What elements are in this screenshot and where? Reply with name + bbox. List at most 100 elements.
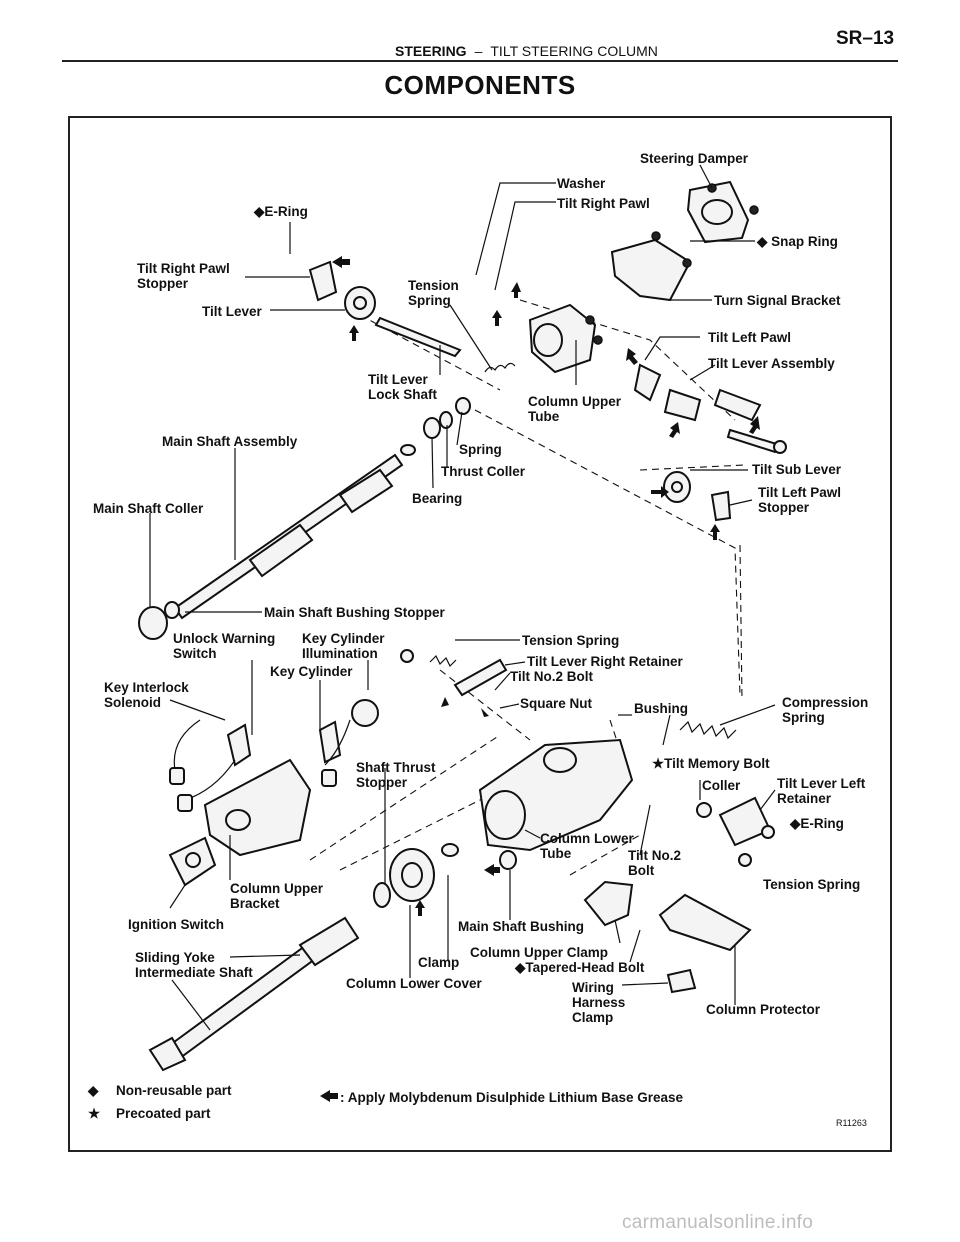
callout-main-shaft-bushing-stopper: Main Shaft Bushing Stopper	[264, 605, 445, 620]
callout-column-lower-cover: Column Lower Cover	[346, 976, 483, 991]
callout-line: Tilt No.2	[628, 848, 681, 863]
callout-line: Tilt Lever Assembly	[708, 356, 835, 371]
main-shaft-part	[138, 444, 416, 640]
callout-e-ring-top: ◆E-Ring	[253, 204, 308, 219]
callout-line: Bearing	[412, 491, 462, 506]
callout-tension-spring-mid: Tension Spring	[522, 633, 619, 648]
tilt-sub-lever-part	[663, 471, 732, 522]
callout-line: Tilt Left Pawl	[708, 330, 791, 345]
callout-line: Bolt	[628, 863, 655, 878]
callout-line: ◆ Snap Ring	[756, 234, 838, 249]
callout-line: Solenoid	[104, 695, 161, 710]
callout-bearing: Bearing	[412, 491, 462, 506]
callout-line: Tilt Lever Right Retainer	[527, 654, 684, 669]
callout-line: Washer	[557, 176, 606, 191]
callout-tapered-head-bolt: ◆Tapered-Head Bolt	[514, 960, 645, 975]
callout-line: Tilt Lever	[368, 372, 429, 387]
legend-precoated-symbol: ★	[88, 1106, 101, 1121]
callout-line: Tilt Lever Left	[777, 776, 866, 791]
legend: ◆ Non-reusable part ★ Precoated part : A…	[87, 1083, 684, 1121]
callout-line: Main Shaft Assembly	[162, 434, 298, 449]
callout-line: Tilt Right Pawl	[557, 196, 650, 211]
intermediate-shaft-part	[148, 916, 360, 1072]
callout-line: Illumination	[302, 646, 378, 661]
bearing-spring-part	[423, 397, 471, 439]
callout-line: Tilt Left Pawl	[758, 485, 841, 500]
callout-turn-signal-bracket: Turn Signal Bracket	[714, 293, 841, 308]
header-separator: –	[474, 43, 483, 59]
callout-e-ring-right: ◆E-Ring	[789, 816, 844, 831]
callout-line: Stopper	[758, 500, 810, 515]
callout-line: Tilt Sub Lever	[752, 462, 842, 477]
header-section: STEERING	[395, 43, 467, 59]
callout-line: Coller	[702, 778, 741, 793]
column-upper-tube-part	[528, 303, 603, 374]
callout-line: Tube	[528, 409, 560, 424]
header-rule	[62, 60, 898, 62]
steering-damper-part	[686, 180, 759, 244]
callout-line: Tilt Lever	[202, 304, 263, 319]
diagram-frame	[68, 116, 892, 1152]
callout-key-cylinder: Key Cylinder	[270, 664, 353, 679]
callout-clamp: Clamp	[418, 955, 459, 970]
page-header: STEERING–TILT STEERING COLUMN SR–13	[0, 0, 960, 70]
grease-arrow-icon	[320, 1090, 338, 1102]
watermark: carmanualsonline.info	[622, 1212, 814, 1233]
callout-line: Stopper	[137, 276, 189, 291]
callout-tilt-no2-bolt-top: Tilt No.2 Bolt	[510, 669, 594, 684]
callout-main-shaft-coller: Main Shaft Coller	[93, 501, 204, 516]
callout-ignition-switch: Ignition Switch	[128, 917, 224, 932]
callout-main-shaft-bushing: Main Shaft Bushing	[458, 919, 584, 934]
callout-line: Main Shaft Bushing Stopper	[264, 605, 445, 620]
wiring-harness-clamp-part	[666, 968, 697, 994]
tilt-lever-assembly-part	[633, 363, 787, 454]
callout-line: Thrust Coller	[441, 464, 526, 479]
tilt-lever-part	[308, 260, 376, 320]
callout-line: Key Interlock	[104, 680, 189, 695]
column-upper-clamp-part	[583, 880, 634, 927]
callout-spring: Spring	[459, 442, 502, 457]
callout-tilt-lever: Tilt Lever	[202, 304, 263, 319]
tilt-lever-right-retainer-part	[400, 649, 508, 697]
callout-line: Column Lower Cover	[346, 976, 483, 991]
header-subsection: TILT STEERING COLUMN	[490, 43, 658, 59]
callout-line: Column Protector	[706, 1002, 821, 1017]
compression-spring-part	[679, 720, 737, 740]
callout-line: Compression	[782, 695, 868, 710]
callout-line: Wiring	[572, 980, 614, 995]
tilt-lever-lock-shaft-part	[374, 316, 462, 358]
leader-lines	[149, 164, 776, 1031]
callout-line: Spring	[459, 442, 502, 457]
callout-line: Clamp	[418, 955, 459, 970]
callout-line: Intermediate Shaft	[135, 965, 253, 980]
legend-grease: : Apply Molybdenum Disulphide Lithium Ba…	[340, 1090, 684, 1105]
turn-signal-bracket-part	[610, 231, 692, 302]
callout-line: ◆Tapered-Head Bolt	[514, 960, 645, 975]
callout-washer: Washer	[557, 176, 606, 191]
legend-precoated: Precoated part	[116, 1106, 211, 1121]
callout-steering-damper: Steering Damper	[640, 151, 749, 166]
callout-tilt-sub-lever: Tilt Sub Lever	[752, 462, 842, 477]
callout-line: Main Shaft Bushing	[458, 919, 584, 934]
callout-line: Key Cylinder	[302, 631, 385, 646]
callout-line: Tube	[540, 846, 572, 861]
callout-main-shaft-assembly: Main Shaft Assembly	[162, 434, 298, 449]
ignition-switch-part	[168, 836, 217, 887]
tension-spring-top-part	[484, 362, 516, 373]
callout-line: Lock Shaft	[368, 387, 438, 402]
callout-thrust-coller: Thrust Coller	[441, 464, 526, 479]
column-protector-part	[658, 893, 752, 952]
callout-line: Clamp	[572, 1010, 613, 1025]
callout-tilt-right-pawl: Tilt Right Pawl	[557, 196, 650, 211]
callout-column-protector: Column Protector	[706, 1002, 821, 1017]
